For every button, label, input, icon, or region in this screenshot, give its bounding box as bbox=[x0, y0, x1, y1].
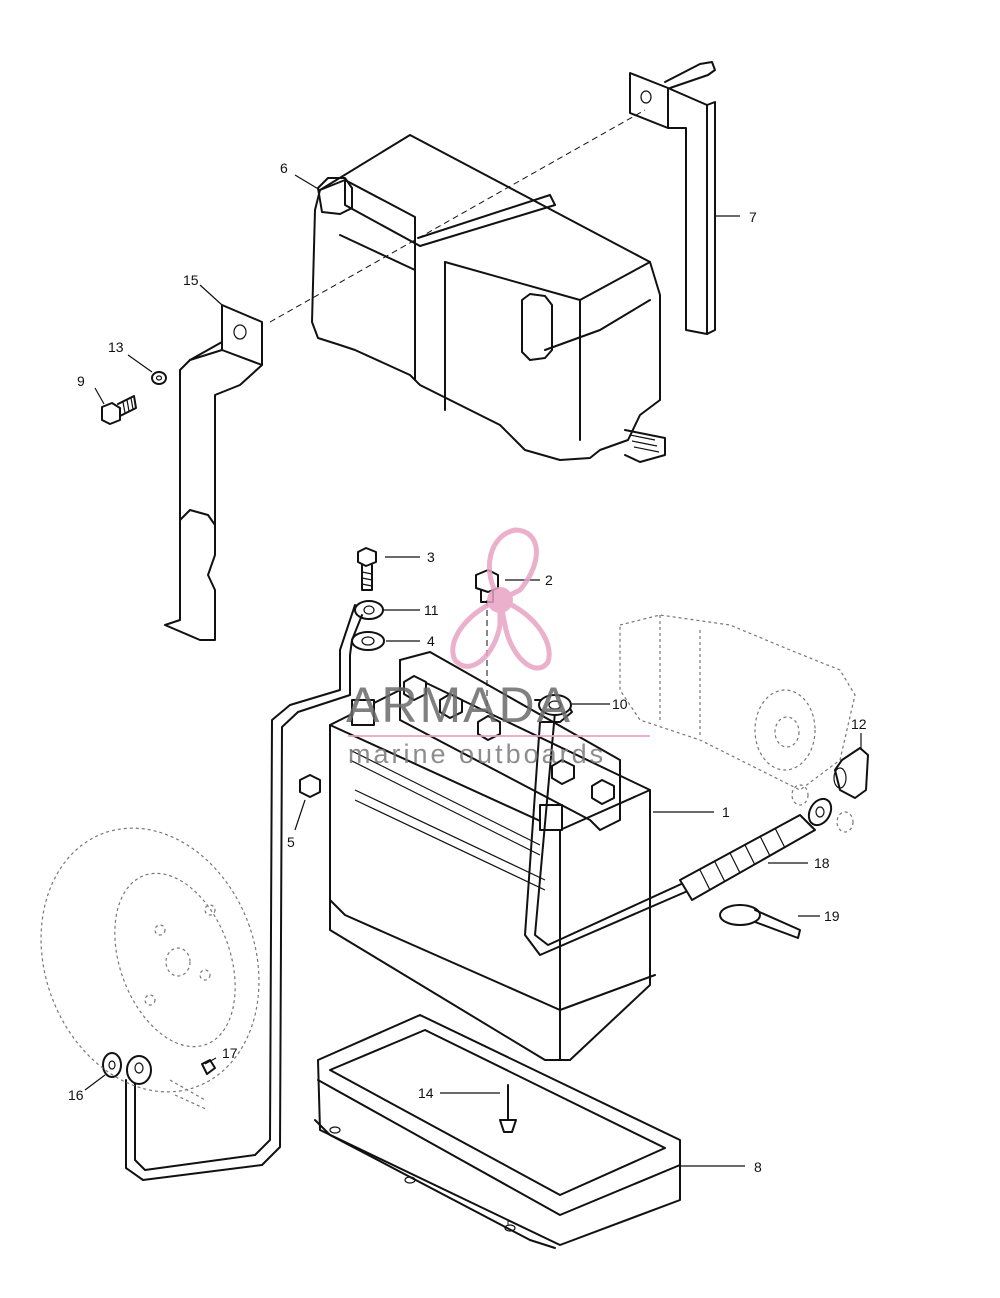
callout-9: 9 bbox=[77, 373, 85, 389]
callout-19: 19 bbox=[824, 908, 840, 924]
callout-labels: 1 2 3 4 5 6 7 8 9 10 11 12 13 14 15 16 1… bbox=[68, 160, 867, 1175]
alignment-line bbox=[269, 109, 646, 323]
callout-18: 18 bbox=[814, 855, 830, 871]
callout-8: 8 bbox=[754, 1159, 762, 1175]
callout-4: 4 bbox=[427, 633, 435, 649]
starter-motor-ghost bbox=[619, 614, 856, 833]
positive-cable-ring bbox=[538, 694, 572, 716]
watermark-title: ARMADA bbox=[346, 677, 572, 733]
callout-2: 2 bbox=[545, 572, 553, 588]
callout-12: 12 bbox=[851, 716, 867, 732]
cable-sleeve-part bbox=[679, 797, 833, 901]
cable-ring-part bbox=[354, 600, 384, 620]
callout-1: 1 bbox=[722, 804, 730, 820]
bolt-part bbox=[357, 547, 377, 591]
hex-nut-part bbox=[299, 774, 321, 798]
propeller-logo bbox=[450, 527, 552, 671]
engine-washer-hole bbox=[108, 1060, 116, 1070]
ground-cable-ring-hole bbox=[134, 1062, 144, 1074]
terminal-cap-opening bbox=[833, 767, 847, 789]
callout-6: 6 bbox=[280, 160, 288, 176]
positive-cable-ring-hole bbox=[548, 700, 562, 710]
callout-5: 5 bbox=[287, 834, 295, 850]
callout-16: 16 bbox=[68, 1087, 84, 1103]
washer-part bbox=[151, 371, 167, 385]
battery-cover-part bbox=[311, 134, 666, 463]
ground-cable-part bbox=[134, 604, 356, 1171]
callout-14: 14 bbox=[418, 1085, 434, 1101]
terminal-cap-part bbox=[834, 747, 869, 799]
nut-part bbox=[351, 631, 385, 651]
ground-cable-ring bbox=[126, 1055, 152, 1085]
engine-ghost bbox=[40, 827, 260, 1093]
washer-hole bbox=[155, 375, 163, 381]
callout-15: 15 bbox=[183, 272, 199, 288]
callout-13: 13 bbox=[108, 339, 124, 355]
watermark-subtitle: marine outboards bbox=[348, 739, 606, 769]
engine-washer-part bbox=[102, 1052, 122, 1078]
screw-part bbox=[101, 395, 137, 425]
front-bracket-part bbox=[164, 304, 263, 641]
callout-10: 10 bbox=[612, 696, 628, 712]
callout-3: 3 bbox=[427, 549, 435, 565]
strap-bracket-part bbox=[629, 61, 716, 335]
callout-17: 17 bbox=[222, 1045, 238, 1061]
cable-tie-part bbox=[719, 904, 801, 939]
ground-cable-outline bbox=[125, 614, 363, 1181]
clip-pin-part bbox=[499, 1084, 517, 1133]
armada-watermark: ARMADA marine outboards bbox=[346, 527, 650, 769]
battery-tray-part bbox=[314, 1014, 681, 1249]
callout-7: 7 bbox=[749, 209, 757, 225]
callout-11: 11 bbox=[424, 602, 439, 618]
leader-lines bbox=[84, 174, 862, 1167]
